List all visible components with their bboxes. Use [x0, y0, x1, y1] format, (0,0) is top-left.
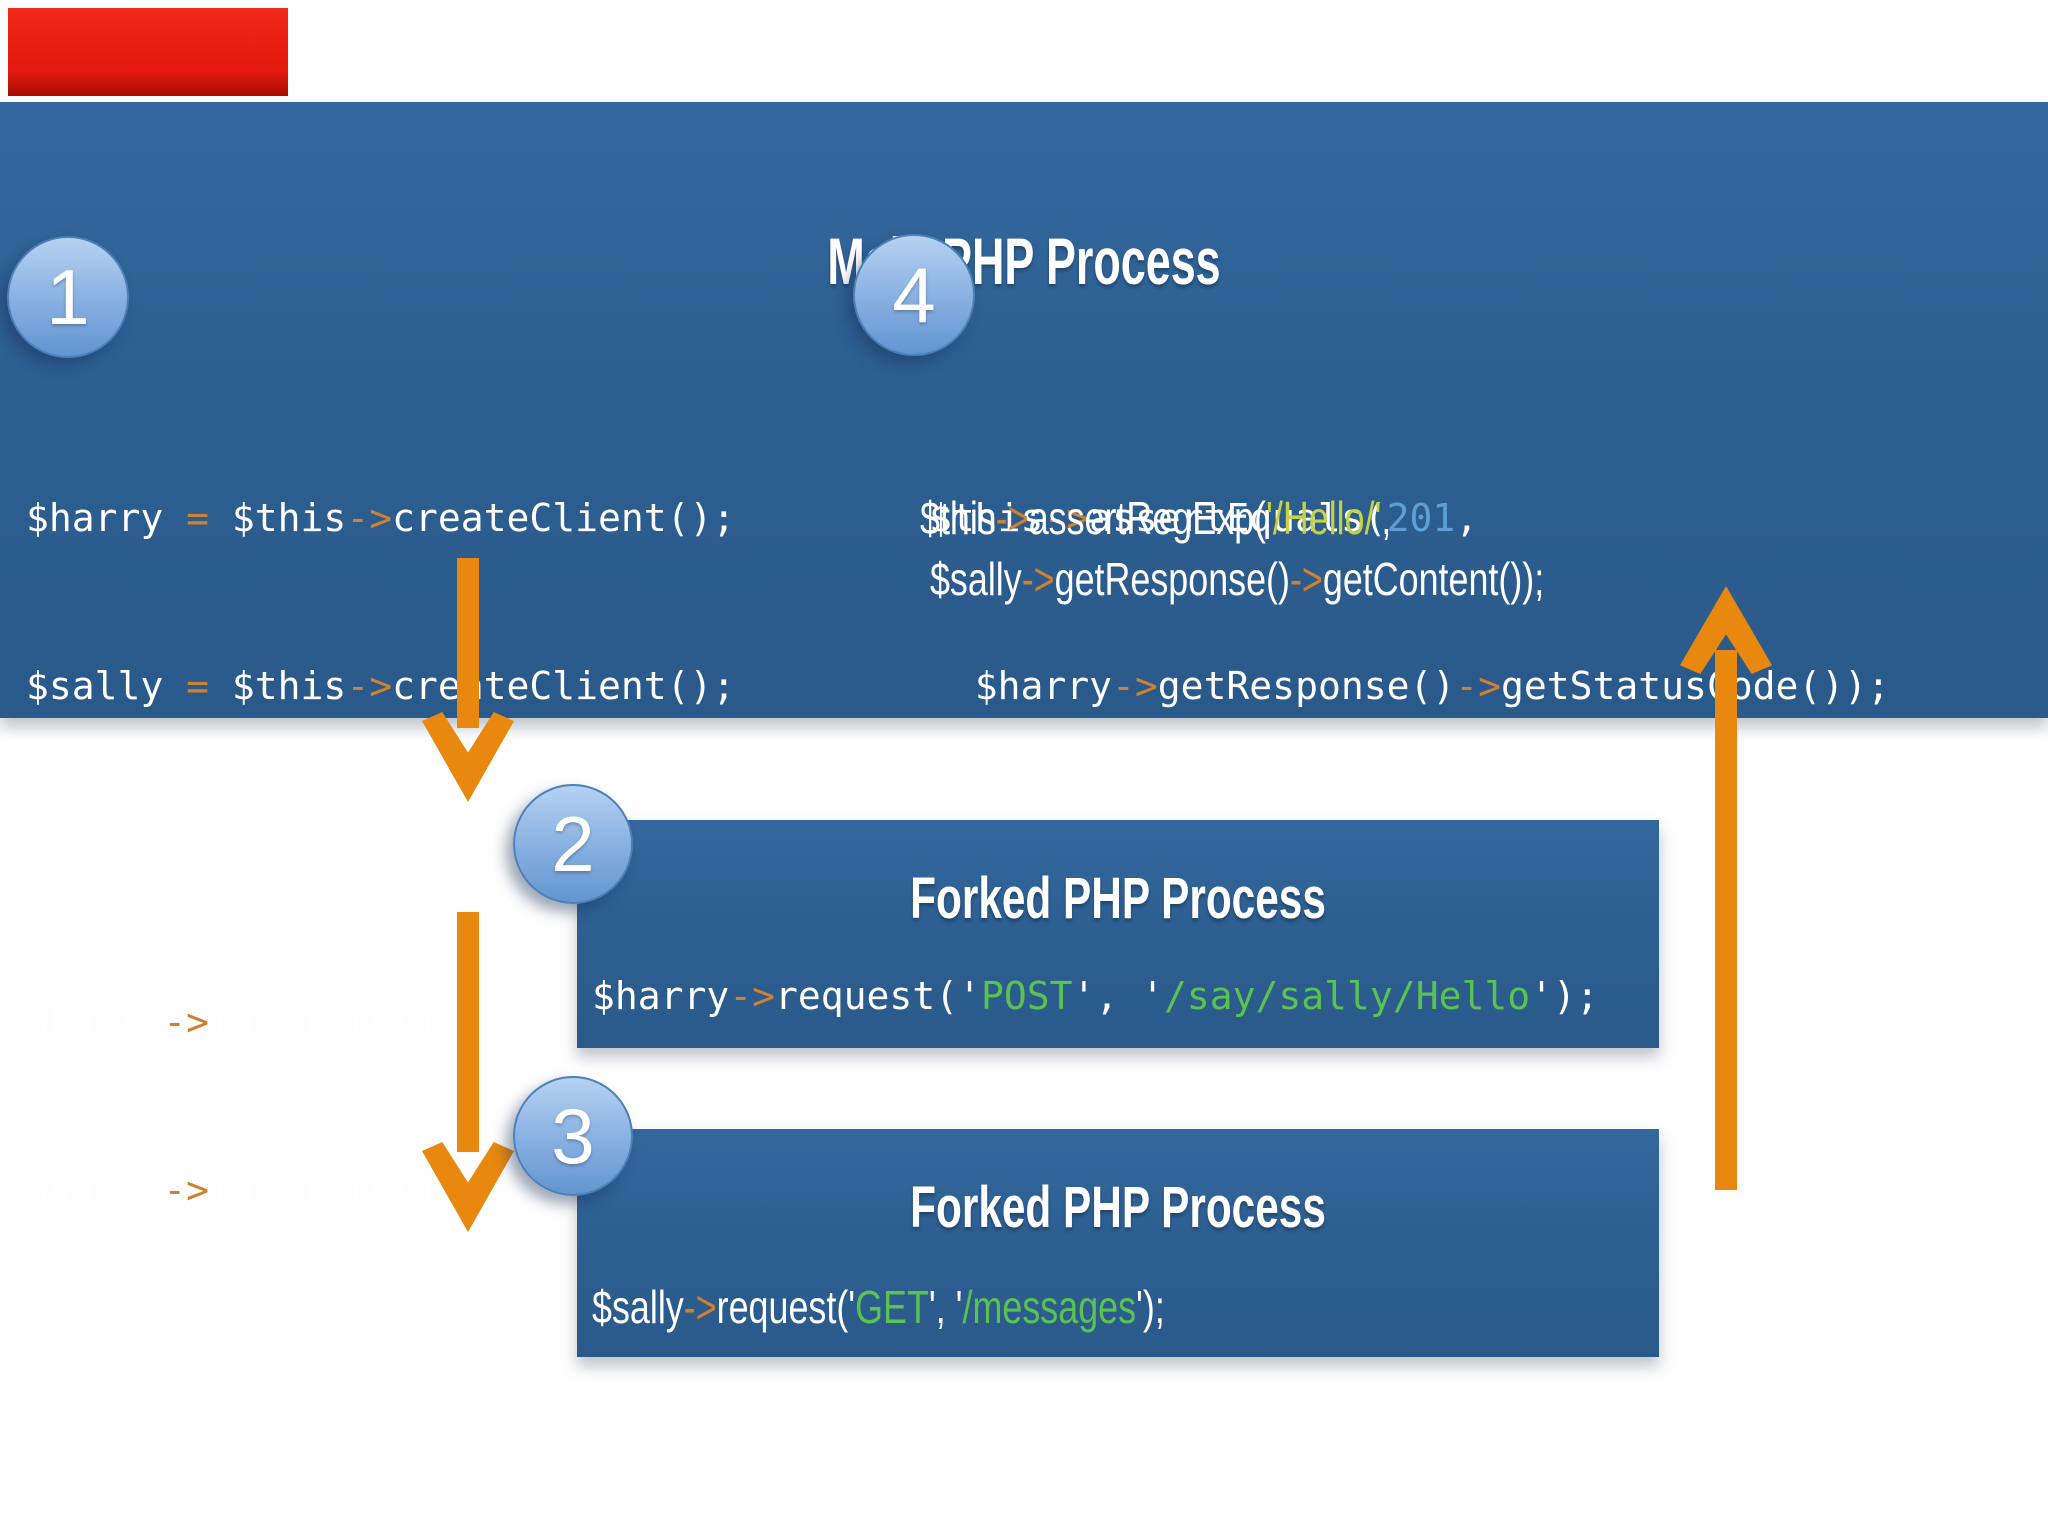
step-circle-1: 1 — [7, 236, 129, 358]
code-line: $harry->insulate(); — [26, 1000, 461, 1044]
main-process-title: Main PHP Process — [827, 224, 1221, 298]
assert-regexp-line: $this->assertRegExp('/Hello/', — [920, 492, 1392, 544]
up-arrow-shaft — [1715, 650, 1737, 1190]
forked-process-panel-1: Forked PHP Process — [577, 820, 1659, 1048]
step-number-4: 4 — [892, 251, 936, 339]
setup-code-block: $harry = $this->createClient(); $sally =… — [26, 378, 735, 1274]
step-number-1: 1 — [46, 253, 90, 341]
main-process-panel: Main PHP Process — [0, 102, 2048, 718]
code-line: $this->assertEquals(201, — [929, 496, 1479, 540]
down-arrow-2-shaft — [457, 912, 479, 1152]
forked-process-panel-2: Forked PHP Process — [577, 1129, 1659, 1357]
code-line: $sally = $this->createClient(); — [26, 664, 736, 708]
step-circle-4: 4 — [853, 234, 975, 356]
code-line: $harry = $this->createClient(); — [26, 496, 736, 540]
code-line: $harry->getResponse()->getStatusCode()); — [929, 664, 1890, 708]
forked-process-title-1: Forked PHP Process — [910, 866, 1326, 931]
step-circle-2: 2 — [513, 784, 633, 904]
forked-2-code-line: $sally->request('GET', '/messages'); — [592, 1281, 1165, 1333]
assert-content-line: $sally->getResponse()->getContent()); — [920, 553, 1545, 605]
forked-1-code-line: $harry->request('POST', '/say/sally/Hell… — [592, 974, 1599, 1018]
step-number-2: 2 — [551, 800, 595, 888]
step-number-3: 3 — [551, 1092, 595, 1180]
red-accent-bar — [8, 8, 288, 96]
down-arrow-1-shaft — [457, 558, 479, 728]
step-circle-3: 3 — [513, 1076, 633, 1196]
forked-process-title-2: Forked PHP Process — [910, 1175, 1326, 1240]
code-line: $sally->insulate(); — [26, 1168, 461, 1212]
assertions-code-block: $this->assertEquals(201, $harry->getResp… — [929, 378, 1890, 770]
